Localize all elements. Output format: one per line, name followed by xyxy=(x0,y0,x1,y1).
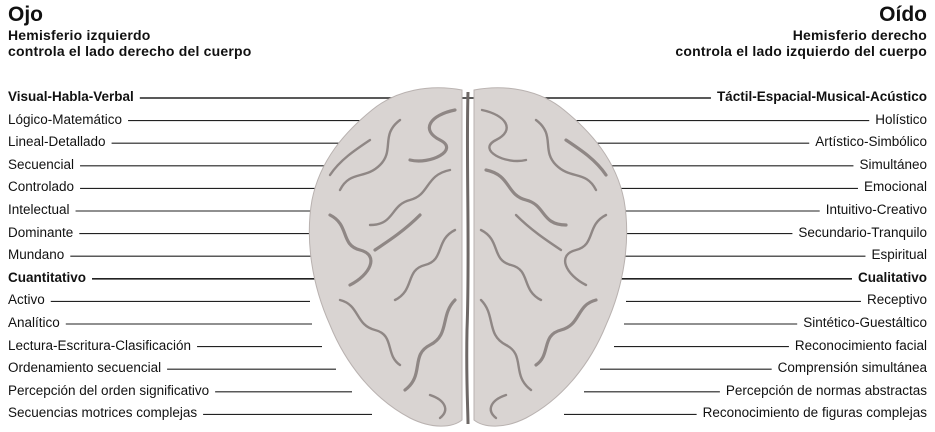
right-header: Oído Hemisferio derecho controla el lado… xyxy=(675,4,927,59)
right-trait-label: Cualitativo xyxy=(858,269,927,287)
left-trait-label: Secuencias motrices complejas xyxy=(8,404,197,422)
right-trait-label: Simultáneo xyxy=(859,156,927,174)
left-trait-label: Lectura-Escritura-Clasificación xyxy=(8,337,191,355)
right-trait-label: Sintético-Guestáltico xyxy=(803,314,927,332)
left-trait-label: Cuantitativo xyxy=(8,269,86,287)
right-trait-label: Artístico-Simbólico xyxy=(815,133,927,151)
left-trait-label: Controlado xyxy=(8,178,74,196)
left-trait-label: Analítico xyxy=(8,314,60,332)
left-trait-label: Lineal-Detallado xyxy=(8,133,106,151)
left-trait-label: Activo xyxy=(8,291,45,309)
right-trait-label: Percepción de normas abstractas xyxy=(726,382,927,400)
right-trait-label: Intuitivo-Creativo xyxy=(826,201,927,219)
left-subtitle-2: controla el lado derecho del cuerpo xyxy=(8,43,252,59)
right-subtitle-2: controla el lado izquierdo del cuerpo xyxy=(675,43,927,59)
right-title: Oído xyxy=(675,4,927,25)
left-subtitle-1: Hemisferio izquierdo xyxy=(8,27,252,43)
right-trait-label: Reconocimiento facial xyxy=(795,337,927,355)
right-trait-label: Holístico xyxy=(875,111,927,129)
brain-illustration xyxy=(309,88,626,426)
right-trait-label: Receptivo xyxy=(867,291,927,309)
right-trait-label: Reconocimiento de figuras complejas xyxy=(703,404,927,422)
right-trait-label: Espiritual xyxy=(871,246,927,264)
right-trait-label: Comprensión simultánea xyxy=(778,359,927,377)
left-trait-label: Percepción del orden significativo xyxy=(8,382,209,400)
left-trait-label: Mundano xyxy=(8,246,64,264)
right-trait-label: Táctil-Espacial-Musical-Acústico xyxy=(717,88,927,106)
right-subtitle-1: Hemisferio derecho xyxy=(675,27,927,43)
left-trait-label: Ordenamiento secuencial xyxy=(8,359,161,377)
right-trait-label: Emocional xyxy=(864,178,927,196)
left-trait-label: Visual-Habla-Verbal xyxy=(8,88,134,106)
longitudinal-fissure xyxy=(467,92,468,424)
left-trait-label: Dominante xyxy=(8,224,73,242)
left-trait-label: Lógico-Matemático xyxy=(8,111,122,129)
left-trait-label: Intelectual xyxy=(8,201,70,219)
left-header: Ojo Hemisferio izquierdo controla el lad… xyxy=(8,4,252,59)
left-trait-label: Secuencial xyxy=(8,156,74,174)
left-title: Ojo xyxy=(8,4,252,25)
right-trait-label: Secundario-Tranquilo xyxy=(798,224,927,242)
